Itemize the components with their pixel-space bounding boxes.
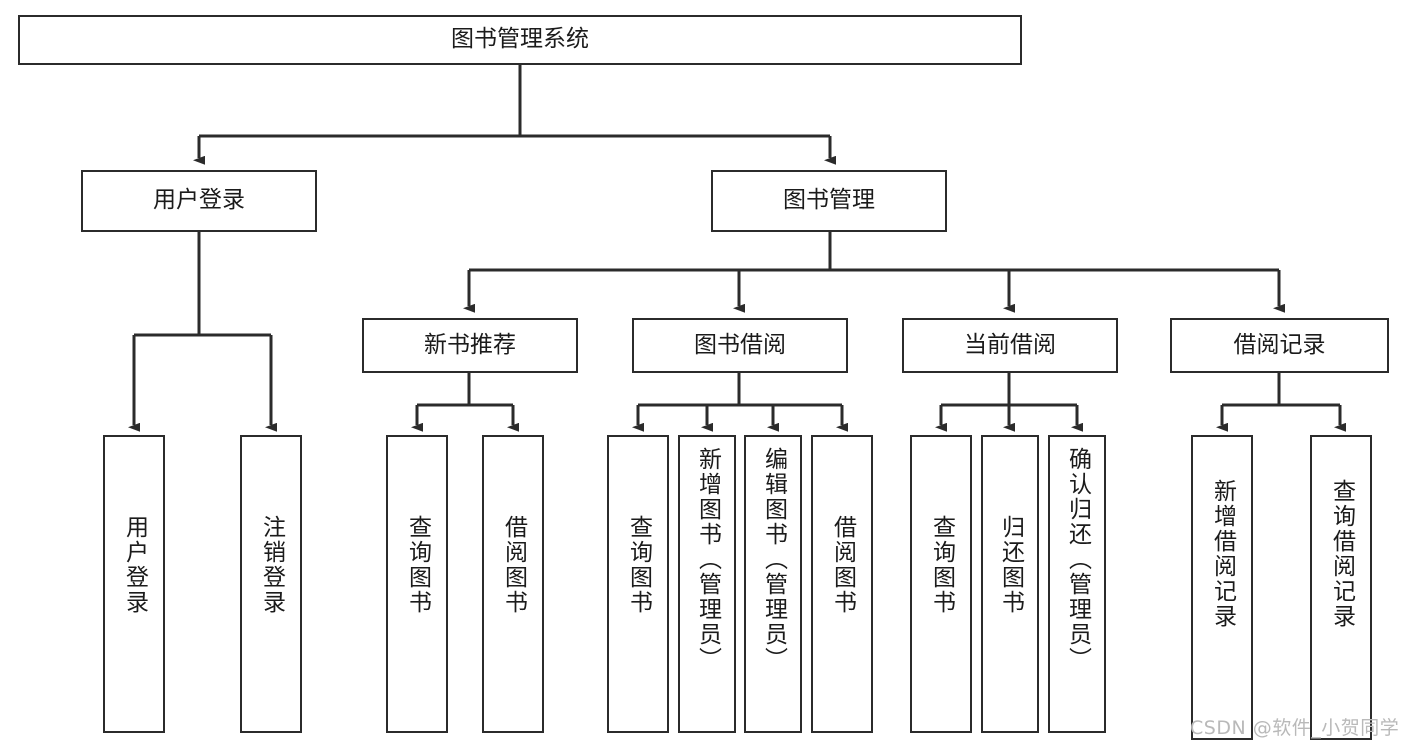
node-label: 图书借阅	[694, 331, 786, 358]
node-label: 新增图书（管理员）	[694, 447, 721, 672]
node-label: 查询图书	[404, 515, 431, 615]
node-leaf-query-borrow-record[interactable]: 查询借阅记录	[1310, 435, 1372, 740]
node-root-system[interactable]: 图书管理系统	[18, 15, 1022, 65]
node-label: 用户登录	[121, 515, 148, 615]
node-label: 新增借阅记录	[1209, 479, 1236, 629]
node-label: 用户登录	[153, 187, 245, 214]
node-leaf-borrow-book-2[interactable]: 借阅图书	[811, 435, 873, 733]
node-user-login[interactable]: 用户登录	[81, 170, 317, 232]
node-label: 新书推荐	[424, 331, 516, 358]
node-book-borrow[interactable]: 图书借阅	[632, 318, 848, 373]
node-leaf-query-book-2[interactable]: 查询图书	[607, 435, 669, 733]
node-leaf-logout-login[interactable]: 注销登录	[240, 435, 302, 733]
node-leaf-add-book[interactable]: 新增图书（管理员）	[678, 435, 736, 733]
node-leaf-confirm-return[interactable]: 确认归还（管理员）	[1048, 435, 1106, 733]
node-label: 借阅图书	[829, 515, 856, 615]
node-label: 确认归还（管理员）	[1064, 447, 1091, 672]
node-label: 借阅图书	[500, 515, 527, 615]
node-leaf-return-book[interactable]: 归还图书	[981, 435, 1039, 733]
csdn-watermark: CSDN @软件_小贺同学	[1190, 717, 1400, 739]
node-label: 图书管理	[783, 187, 875, 214]
node-book-manage[interactable]: 图书管理	[711, 170, 947, 232]
node-label: 查询图书	[928, 515, 955, 615]
node-label: 图书管理系统	[451, 26, 589, 53]
node-label: 归还图书	[997, 515, 1024, 615]
node-leaf-add-borrow-record[interactable]: 新增借阅记录	[1191, 435, 1253, 740]
node-label: 编辑图书（管理员）	[760, 447, 787, 672]
node-label: 查询图书	[625, 515, 652, 615]
node-current-borrow[interactable]: 当前借阅	[902, 318, 1118, 373]
node-leaf-edit-book[interactable]: 编辑图书（管理员）	[744, 435, 802, 733]
node-borrow-record[interactable]: 借阅记录	[1170, 318, 1389, 373]
node-leaf-user-login[interactable]: 用户登录	[103, 435, 165, 733]
node-leaf-borrow-book-1[interactable]: 借阅图书	[482, 435, 544, 733]
node-label: 借阅记录	[1233, 331, 1326, 358]
node-label: 查询借阅记录	[1328, 479, 1355, 629]
node-label: 当前借阅	[964, 331, 1056, 358]
node-new-book-recommend[interactable]: 新书推荐	[362, 318, 578, 373]
node-leaf-query-book-1[interactable]: 查询图书	[386, 435, 448, 733]
node-label: 注销登录	[258, 515, 285, 615]
node-leaf-query-book-3[interactable]: 查询图书	[910, 435, 972, 733]
